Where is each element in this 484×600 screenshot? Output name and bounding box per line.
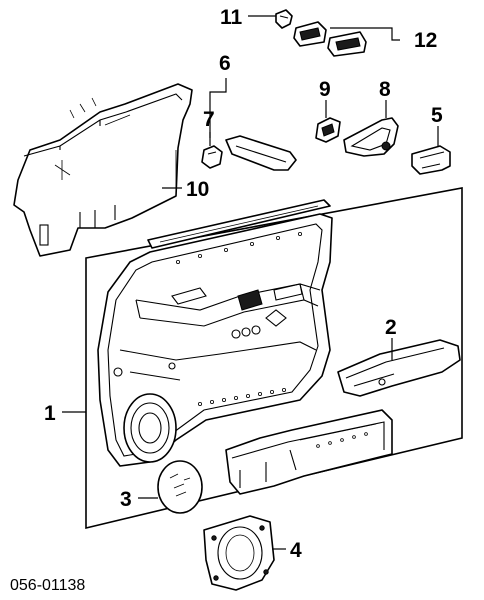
callout-9: 9 bbox=[319, 78, 331, 101]
callout-11: 11 bbox=[220, 6, 243, 29]
callout-7: 7 bbox=[203, 108, 215, 131]
armrest-part-2 bbox=[337, 339, 461, 397]
lock-bezel-part-9 bbox=[315, 117, 341, 143]
callout-2: 2 bbox=[385, 316, 397, 339]
inside-handle-part-8 bbox=[343, 117, 399, 157]
callout-1: 1 bbox=[44, 402, 56, 425]
door-trim-panel-part-1 bbox=[97, 199, 333, 467]
clip-part-11 bbox=[275, 9, 293, 29]
callout-6: 6 bbox=[219, 52, 231, 75]
map-pocket bbox=[225, 409, 393, 495]
callout-5: 5 bbox=[431, 104, 443, 127]
callout-12: 12 bbox=[414, 29, 437, 52]
leader-lines bbox=[62, 15, 439, 550]
callout-4: 4 bbox=[290, 539, 302, 562]
bracket-part-5 bbox=[411, 145, 451, 175]
callout-10: 10 bbox=[186, 178, 209, 201]
clip-part-7 bbox=[201, 145, 223, 169]
handle-cover-part-6 bbox=[225, 135, 297, 171]
switch-bezels-part-12 bbox=[293, 21, 367, 57]
speaker-cover-part-3 bbox=[157, 460, 203, 514]
part-code: 056-01138 bbox=[10, 577, 85, 594]
door-panel-frame bbox=[85, 187, 463, 530]
water-deflector-part-10 bbox=[13, 83, 193, 257]
speaker-bracket-part-4 bbox=[203, 515, 275, 591]
callout-3: 3 bbox=[120, 488, 132, 511]
callout-8: 8 bbox=[379, 78, 391, 101]
